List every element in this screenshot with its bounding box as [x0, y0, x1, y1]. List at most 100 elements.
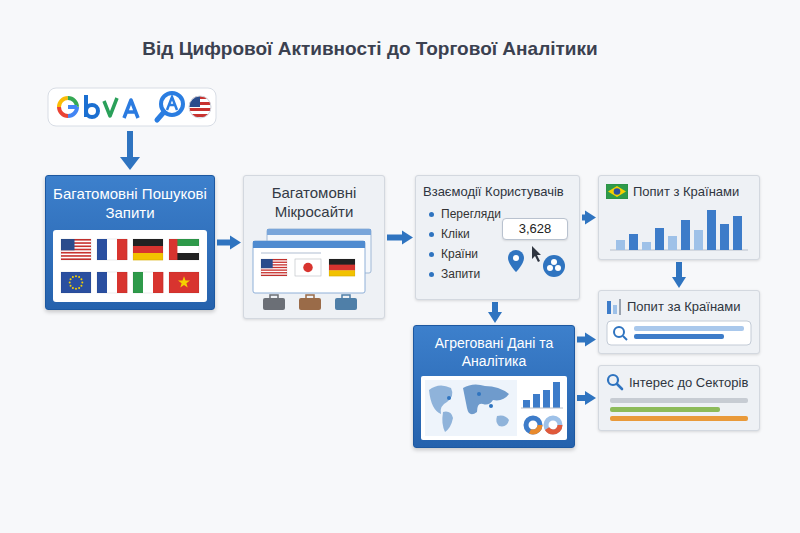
flag-panel-part	[75, 288, 77, 290]
bullet-dot	[429, 212, 434, 217]
search-logos-part	[86, 105, 98, 117]
brazil-flag-part	[614, 188, 621, 195]
node-heading: Взаємодії Користувачів	[423, 183, 572, 200]
flag-panel-part	[72, 276, 74, 278]
counter-box: 3,628	[502, 218, 568, 240]
microsite-windows-part	[261, 259, 273, 268]
content-row: ПереглядиКлікиКраїниЗапити 3,628	[423, 200, 572, 284]
flag-panel-part	[80, 285, 82, 287]
bar-chart-part	[655, 228, 664, 250]
analytics-panel-part	[425, 380, 517, 436]
flag-panel-part	[78, 276, 80, 278]
flag-panel-part	[133, 253, 163, 260]
flag-panel-part	[133, 272, 143, 293]
interaction-icons-part	[532, 246, 541, 262]
analytics-panel	[421, 376, 567, 440]
analytics-panel-part	[553, 382, 560, 408]
analytics-panel-part	[496, 416, 509, 427]
interaction-icons-part	[547, 265, 553, 271]
microsite-windows-part	[295, 259, 321, 276]
interaction-icons	[502, 246, 568, 278]
bar-chart	[606, 204, 752, 252]
arrow-head	[585, 333, 596, 347]
arrow-head	[585, 211, 596, 225]
search-logos-part	[104, 98, 117, 116]
brazil-flag	[606, 184, 628, 199]
bar-chart-part	[642, 242, 651, 250]
analytics-panel-part	[543, 390, 550, 408]
bar-chart-part	[733, 216, 742, 250]
flag-panel-part	[169, 272, 199, 293]
bar-chart-part	[629, 234, 638, 250]
search-logos-part	[59, 98, 77, 116]
bar-icon	[606, 299, 622, 315]
bar-icon-part	[607, 301, 611, 314]
flag-panel-part	[78, 287, 80, 289]
process-box: Агреговані Дані та Аналітика	[413, 325, 575, 448]
bullet-list: ПереглядиКлікиКраїниЗапити	[423, 204, 502, 284]
search-logos-part	[189, 108, 211, 111]
bar-icon-part	[619, 299, 621, 315]
flag-panel-part	[97, 239, 127, 260]
flag-panel-part	[97, 239, 107, 260]
magnifier-icon	[606, 373, 624, 391]
flag-panel-part	[169, 239, 199, 260]
search-logos-part	[48, 88, 216, 126]
analytics-panel-part	[421, 376, 567, 440]
microsite-windows-part	[261, 259, 287, 276]
arrow-head	[585, 391, 596, 405]
microsite-windows-part	[303, 263, 313, 273]
flag-panel-part	[61, 239, 75, 250]
flag-panel-part	[178, 276, 190, 287]
search-bar-graphic-part	[634, 326, 744, 331]
bullet-text: Країни	[441, 244, 478, 264]
flow-arrow	[577, 333, 596, 347]
bullet-dot	[429, 232, 434, 237]
bullet-text: Запити	[441, 264, 480, 284]
flow-arrow	[672, 262, 686, 288]
output-box: Інтерес до Секторів	[598, 365, 760, 431]
node-heading: Попит з Країнами	[633, 183, 752, 200]
analytics-panel-part	[526, 418, 540, 432]
bar-chart-part	[616, 240, 625, 250]
flag-panel-part	[169, 272, 199, 293]
flag-panel-part	[107, 272, 117, 293]
flag-panel-part	[153, 272, 163, 293]
flag-panel	[53, 230, 207, 302]
flag-panel-part	[133, 239, 163, 260]
microsite-windows-part	[329, 259, 355, 276]
bar-chart-part	[681, 220, 690, 250]
flag-panel-part	[80, 278, 82, 280]
microsite-windows-part	[261, 252, 321, 254]
analytics-panel-part	[477, 392, 481, 396]
search-logos-part	[167, 97, 177, 110]
brazil-flag-part	[606, 184, 628, 199]
flag-panel-part	[169, 239, 177, 260]
analytics-panel-part	[523, 400, 530, 408]
bar-chart-part	[668, 236, 677, 250]
microsite-windows-part	[335, 298, 357, 310]
process-box: Багатомовні Мікросайти	[243, 175, 385, 319]
flow-arrow	[582, 211, 596, 225]
output-box: Попит за Країнами	[598, 290, 760, 354]
arrow-shaft	[387, 235, 404, 241]
flag-panel-part	[70, 278, 72, 280]
flag-panel-part	[61, 252, 91, 254]
flow-arrow	[217, 236, 241, 250]
flag-panel-part	[61, 239, 91, 260]
bullet-text: Перегляди	[441, 204, 501, 224]
node-heading: Багатомовні Мікросайти	[251, 183, 377, 221]
counter-value: 3,628	[509, 221, 561, 237]
heading-row: Інтерес до Секторів	[606, 373, 752, 391]
bullet-item: Кліки	[423, 224, 502, 244]
node-heading: Попит за Країнами	[627, 298, 752, 315]
analytics-panel-part	[429, 385, 452, 414]
interaction-icons-part	[543, 255, 565, 277]
node-heading: Інтерес до Секторів	[629, 374, 752, 391]
side-column: 3,628	[502, 200, 572, 284]
output-box: Попит з Країнами	[598, 175, 760, 260]
interaction-icons-part	[555, 265, 561, 271]
search-bar-graphic-part	[634, 334, 724, 339]
flow-arrow	[387, 231, 413, 245]
